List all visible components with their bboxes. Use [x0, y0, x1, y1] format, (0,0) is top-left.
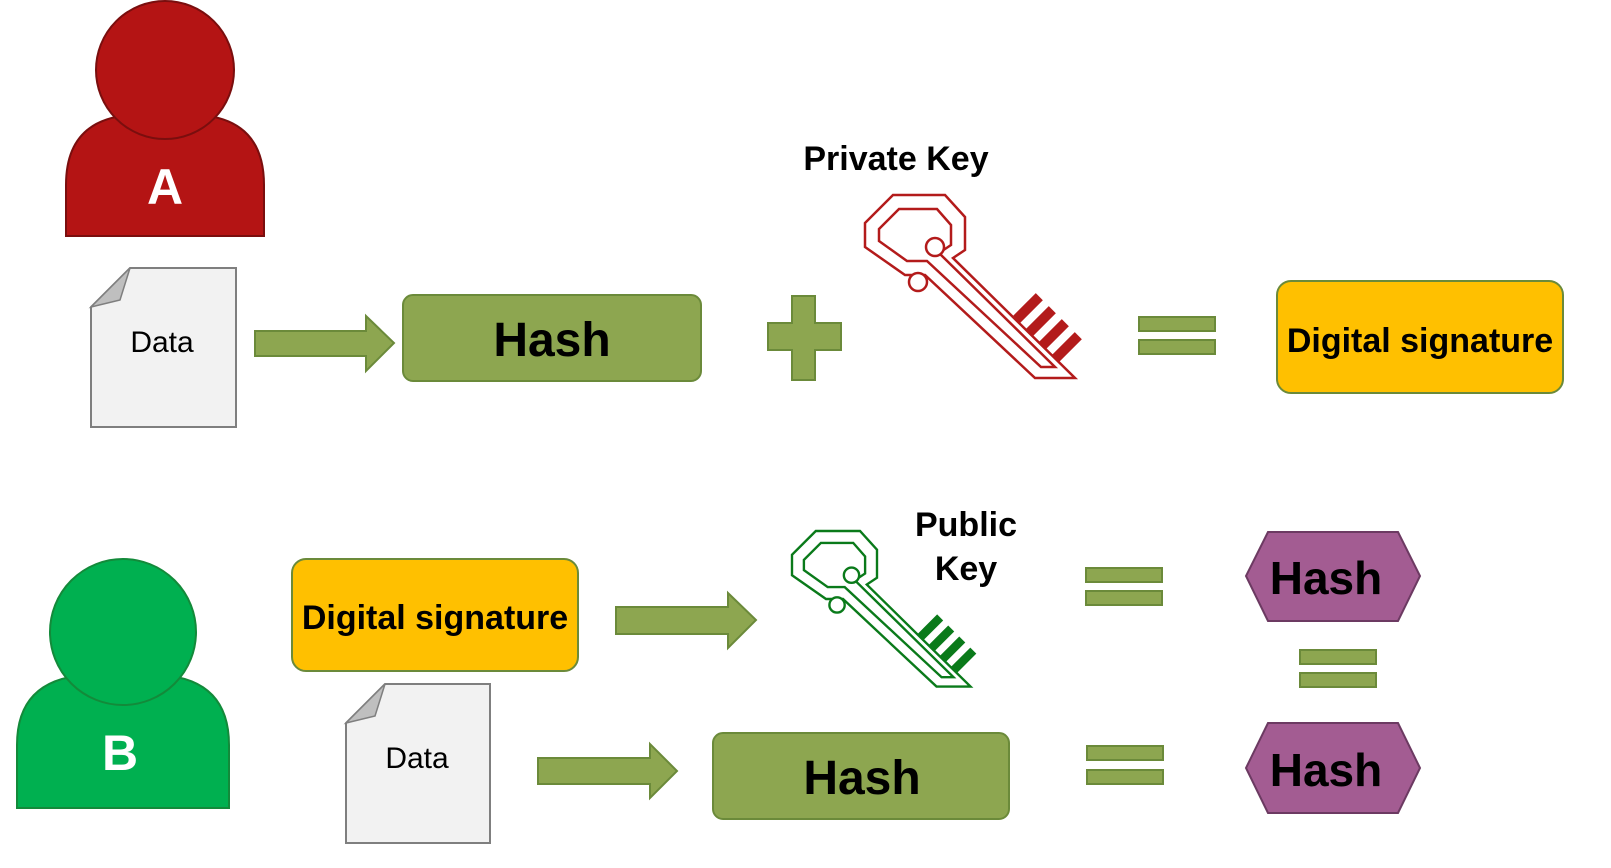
equals-icon	[1086, 745, 1164, 785]
hash-result-bottom-label: Hash	[1270, 744, 1382, 796]
hash-hexagon-top: Hash	[1244, 531, 1422, 622]
signature-label-b: Digital signature	[302, 599, 568, 637]
public-key-label-line1: Public	[915, 506, 1017, 544]
data-document-b: Data	[343, 683, 491, 844]
person-icon	[65, 0, 265, 237]
hash-box-a: Hash	[402, 294, 702, 382]
data-document-a: Data	[88, 267, 237, 428]
signature-label-a: Digital signature	[1287, 322, 1553, 360]
key-icon	[863, 193, 1082, 380]
digital-signature-box-a: Digital signature	[1276, 280, 1564, 394]
key-icon	[790, 529, 977, 688]
person-a: A	[65, 0, 265, 237]
hash-result-top-label: Hash	[1270, 552, 1382, 604]
hash-label-b: Hash	[803, 752, 920, 805]
data-label-a: Data	[130, 326, 194, 359]
person-b: B	[16, 558, 230, 809]
person-b-label: B	[102, 725, 138, 781]
arrow-right-icon	[615, 590, 758, 651]
equals-icon	[1085, 567, 1163, 606]
data-label-b: Data	[385, 742, 449, 775]
public-key-label-line2: Key	[935, 550, 997, 588]
person-a-label: A	[147, 159, 183, 215]
equals-icon	[1299, 649, 1377, 688]
digital-signature-box-b: Digital signature	[291, 558, 579, 672]
equals-icon	[1138, 316, 1216, 355]
hash-box-b: Hash	[712, 732, 1010, 820]
hash-label-a: Hash	[493, 314, 610, 367]
plus-icon	[767, 295, 842, 381]
arrow-right-icon	[537, 741, 679, 801]
hash-hexagon-bottom: Hash	[1244, 722, 1422, 814]
private-key-label: Private Key	[803, 140, 988, 178]
person-icon	[16, 558, 230, 809]
arrow-right-icon	[254, 313, 396, 374]
